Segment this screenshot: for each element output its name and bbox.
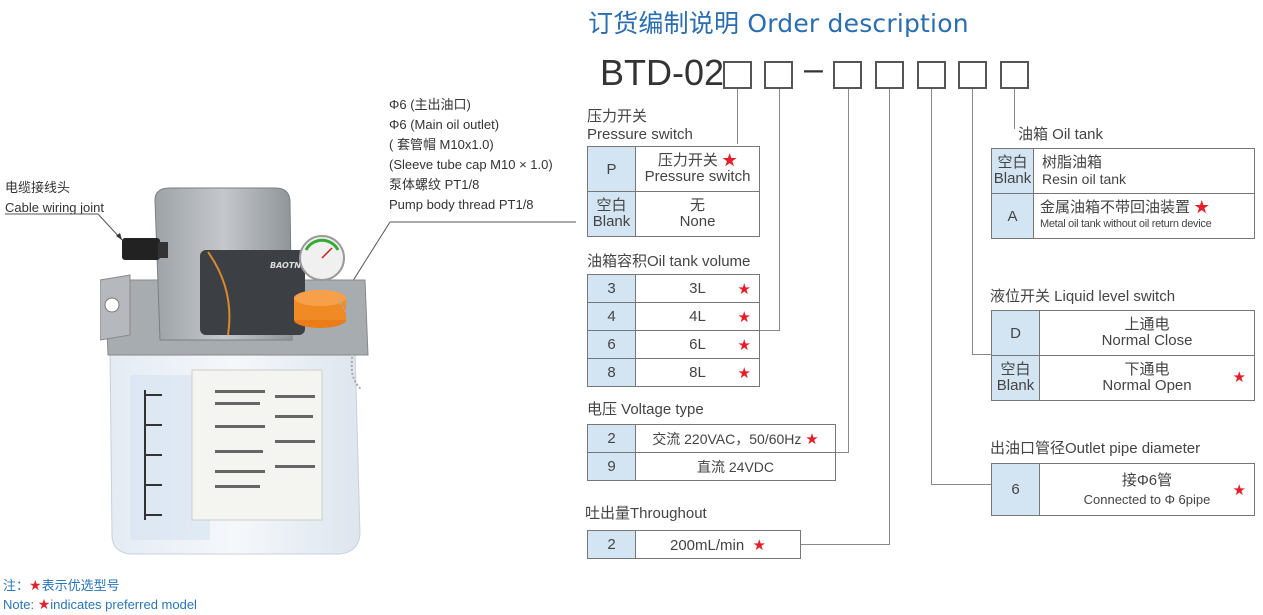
option-desc: 无 None bbox=[635, 191, 760, 237]
code-separator: – bbox=[804, 50, 823, 88]
option-desc: 交流 220VAC，50/60Hz ★ bbox=[635, 424, 836, 453]
option-code: 6 bbox=[587, 330, 636, 359]
preferred-star-icon: ★ bbox=[737, 337, 751, 354]
option-desc: 接Φ6管 Connected to Φ 6pipe ★ bbox=[1039, 463, 1255, 516]
connector bbox=[737, 143, 738, 144]
throughout-label: 吐出量Throughout bbox=[585, 505, 707, 522]
preferred-star-icon: ★ bbox=[805, 430, 819, 448]
outlet-pipe-label: 出油口管径Outlet pipe diameter bbox=[990, 440, 1201, 457]
option-code: 2 bbox=[587, 424, 636, 453]
table-row: D 上通电 Normal Close bbox=[991, 310, 1255, 356]
connector bbox=[1014, 128, 1015, 129]
option-desc: 下通电 Normal Open ★ bbox=[1039, 355, 1255, 401]
table-row: 3 3L★ bbox=[587, 274, 760, 303]
table-row: 空白 Blank 树脂油箱 Resin oil tank bbox=[991, 148, 1255, 194]
option-code: 4 bbox=[587, 302, 636, 331]
option-code: 空白 Blank bbox=[991, 355, 1040, 401]
pressure-switch-label: 压力开关 Pressure switch bbox=[587, 108, 693, 143]
lubrication-pump-image: BAOTN bbox=[100, 187, 369, 555]
code-slot-6 bbox=[958, 61, 987, 89]
option-code: 6 bbox=[991, 463, 1040, 516]
preferred-star-icon: ★ bbox=[737, 365, 751, 382]
outlet-pipe-table: 6 接Φ6管 Connected to Φ 6pipe ★ bbox=[991, 463, 1255, 516]
option-desc: 上通电 Normal Close bbox=[1039, 310, 1255, 356]
preferred-star-icon: ★ bbox=[737, 281, 751, 298]
cable-joint-pointer bbox=[5, 213, 123, 241]
footnote: 注：★表示优选型号 Note: ★indicates preferred mod… bbox=[3, 577, 197, 612]
table-row: 4 4L★ bbox=[587, 302, 760, 331]
preferred-star-icon: ★ bbox=[1232, 482, 1246, 499]
code-slot-4 bbox=[875, 61, 904, 89]
option-desc: 8L★ bbox=[635, 358, 760, 387]
outlet-callout: Φ6 (主出油口) Φ6 (Main oil outlet) ( 套管帽 M10… bbox=[389, 97, 553, 212]
throughout-table: 2 200mL/min ★ bbox=[587, 530, 801, 559]
liquid-level-switch-label: 液位开关 Liquid level switch bbox=[990, 288, 1176, 305]
option-code: 3 bbox=[587, 274, 636, 303]
option-desc: 6L★ bbox=[635, 330, 760, 359]
preferred-star-icon: ★ bbox=[29, 577, 42, 593]
code-slot-2 bbox=[764, 61, 793, 89]
code-slot-1 bbox=[723, 61, 752, 89]
option-desc: 3L★ bbox=[635, 274, 760, 303]
option-code: D bbox=[991, 310, 1040, 356]
option-code: 8 bbox=[587, 358, 636, 387]
option-code: 9 bbox=[587, 452, 636, 481]
voltage-type-label: 电压 Voltage type bbox=[587, 401, 704, 418]
preferred-star-icon: ★ bbox=[752, 536, 766, 554]
voltage-type-table: 2 交流 220VAC，50/60Hz ★ 9 直流 24VDC bbox=[587, 424, 836, 481]
option-code: P bbox=[587, 146, 636, 192]
page-title: 订货编制说明 Order description bbox=[588, 9, 969, 38]
option-code: 2 bbox=[587, 530, 636, 559]
table-row: 6 6L★ bbox=[587, 330, 760, 359]
table-row: 空白 Blank 下通电 Normal Open ★ bbox=[991, 355, 1255, 401]
table-row: 2 200mL/min ★ bbox=[587, 530, 801, 559]
oil-tank-volume-label: 油箱容积Oil tank volume bbox=[587, 253, 751, 270]
table-row: 9 直流 24VDC bbox=[587, 452, 836, 481]
option-desc: 直流 24VDC bbox=[635, 452, 836, 481]
option-desc: 压力开关 ★ Pressure switch bbox=[635, 146, 760, 192]
oil-tank-volume-table: 3 3L★ 4 4L★ 6 6L★ 8 8L★ bbox=[587, 274, 760, 387]
option-desc: 200mL/min ★ bbox=[635, 530, 801, 559]
cable-joint-callout: 电缆接线头 Cable wiring joint bbox=[5, 180, 104, 215]
table-row: 空白 Blank 无 None bbox=[587, 191, 760, 237]
option-desc: 4L★ bbox=[635, 302, 760, 331]
code-slot-3 bbox=[833, 61, 862, 89]
option-code: 空白 Blank bbox=[587, 191, 636, 237]
table-row: 6 接Φ6管 Connected to Φ 6pipe ★ bbox=[991, 463, 1255, 516]
pressure-switch-table: P 压力开关 ★ Pressure switch 空白 Blank 无 None bbox=[587, 146, 760, 237]
code-slot-5 bbox=[917, 61, 946, 89]
oil-tank-table: 空白 Blank 树脂油箱 Resin oil tank A 金属油箱不带回油装… bbox=[991, 148, 1255, 239]
option-code: 空白 Blank bbox=[991, 148, 1034, 194]
option-desc: 金属油箱不带回油装置 ★ Metal oil tank without oil … bbox=[1033, 193, 1255, 239]
svg-text:BAOTN: BAOTN bbox=[270, 261, 301, 270]
table-row: 8 8L★ bbox=[587, 358, 760, 387]
table-row: 2 交流 220VAC，50/60Hz ★ bbox=[587, 424, 836, 453]
oil-tank-label: 油箱 Oil tank bbox=[1018, 126, 1104, 143]
option-desc: 树脂油箱 Resin oil tank bbox=[1033, 148, 1255, 194]
table-row: P 压力开关 ★ Pressure switch bbox=[587, 146, 760, 192]
liquid-level-switch-table: D 上通电 Normal Close 空白 Blank 下通电 Normal O… bbox=[991, 310, 1255, 401]
model-prefix: BTD-02 bbox=[600, 52, 725, 93]
preferred-star-icon: ★ bbox=[1194, 199, 1210, 216]
table-row: A 金属油箱不带回油装置 ★ Metal oil tank without oi… bbox=[991, 193, 1255, 239]
preferred-star-icon: ★ bbox=[1232, 369, 1246, 386]
preferred-star-icon: ★ bbox=[722, 152, 738, 169]
option-code: A bbox=[991, 193, 1034, 239]
code-slot-7 bbox=[1000, 61, 1029, 89]
preferred-star-icon: ★ bbox=[737, 309, 751, 326]
preferred-star-icon: ★ bbox=[37, 596, 51, 612]
